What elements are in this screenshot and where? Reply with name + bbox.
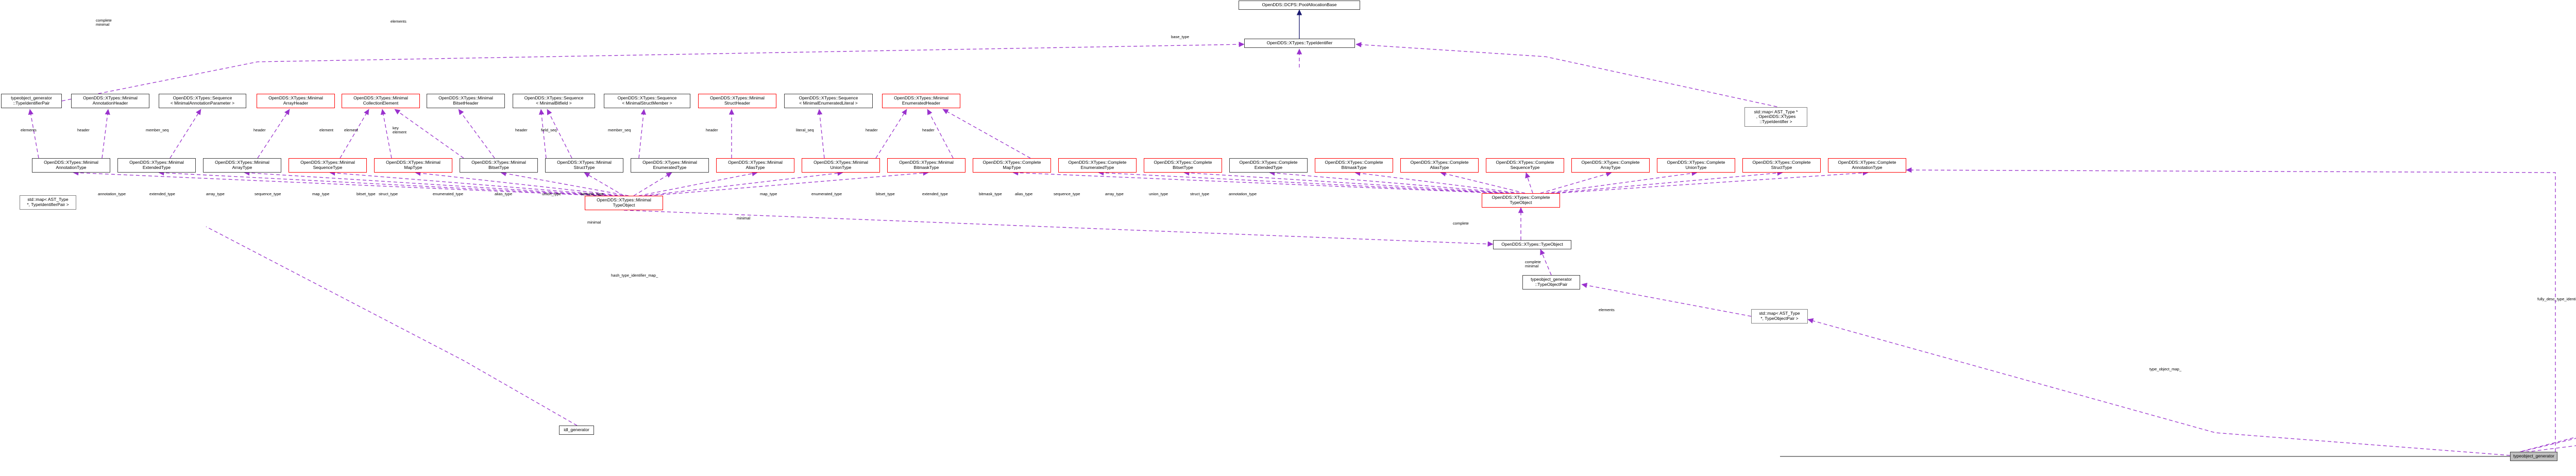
edge-label: union_type: [1149, 192, 1168, 196]
edge-label: alias_type: [1015, 192, 1033, 196]
class-node-n8[interactable]: OpenDDS::XTypes::Sequence < MinimalBitfi…: [513, 94, 595, 108]
class-node-n18[interactable]: OpenDDS::XTypes::Minimal BitsetType: [460, 158, 538, 173]
class-node-n16[interactable]: OpenDDS::XTypes::Minimal SequenceType: [289, 158, 367, 173]
edge-label: sequence_type: [255, 192, 281, 196]
class-node-n0[interactable]: OpenDDS::DCPS::PoolAllocationBase: [1239, 1, 1360, 10]
class-node-n15[interactable]: OpenDDS::XTypes::Minimal ArrayType: [203, 158, 281, 173]
edge-label: complete: [1453, 221, 1469, 226]
class-node-n29[interactable]: OpenDDS::XTypes::Complete AliasType: [1400, 158, 1479, 173]
edge-label: header: [922, 128, 935, 132]
edge-label: annotation_type: [1229, 192, 1257, 196]
edge-label: member_seq: [608, 128, 631, 132]
class-node-n9[interactable]: OpenDDS::XTypes::Sequence < MinimalStruc…: [604, 94, 690, 108]
class-node-n41[interactable]: std::map< AST_Type *, TypeObjectPair >: [1751, 309, 1808, 324]
edge-label: elements: [391, 19, 406, 24]
class-node-n25[interactable]: OpenDDS::XTypes::Complete EnumeratedType: [1058, 158, 1137, 173]
class-node-n3[interactable]: OpenDDS::XTypes::Minimal AnnotationHeade…: [71, 94, 149, 108]
edge-label: bitmask_type: [979, 192, 1002, 196]
edge-label: array_type: [206, 192, 225, 196]
edge-label: field_seq: [541, 128, 557, 132]
class-node-n37[interactable]: std::map< AST_Type * , OpenDDS::XTypes :…: [1744, 107, 1807, 127]
edge-label: element: [344, 128, 359, 132]
edge-label: map_type: [312, 192, 330, 196]
edge-label: bitset_type: [357, 192, 376, 196]
class-node-n10[interactable]: OpenDDS::XTypes::Minimal StructHeader: [698, 94, 776, 108]
class-node-n4[interactable]: OpenDDS::XTypes::Sequence < MinimalAnnot…: [159, 94, 246, 108]
edge-label: header: [866, 128, 878, 132]
edge-label: member_seq: [146, 128, 169, 132]
class-node-n19[interactable]: OpenDDS::XTypes::Minimal StructType: [545, 158, 623, 173]
edge-label: base_type: [1171, 35, 1190, 39]
class-node-n32[interactable]: OpenDDS::XTypes::Complete UnionType: [1657, 158, 1735, 173]
class-node-n34[interactable]: OpenDDS::XTypes::Complete AnnotationType: [1828, 158, 1906, 173]
edge-label: union_type: [542, 192, 562, 196]
class-node-n30[interactable]: OpenDDS::XTypes::Complete SequenceType: [1486, 158, 1564, 173]
class-node-n20[interactable]: OpenDDS::XTypes::Minimal EnumeratedType: [631, 158, 709, 173]
class-node-n7[interactable]: OpenDDS::XTypes::Minimal BitsetHeader: [427, 94, 505, 108]
edge-label: map_type: [760, 192, 777, 196]
class-node-n5[interactable]: OpenDDS::XTypes::Minimal ArrayHeader: [257, 94, 335, 108]
edge-label: extended_type: [922, 192, 948, 196]
edge-label: array_type: [1105, 192, 1124, 196]
edge-label: struct_type: [1190, 192, 1210, 196]
class-node-n48[interactable]: idl_generator: [559, 426, 594, 435]
edge-label: element: [319, 128, 334, 132]
edge-label: type_object_map_: [2149, 367, 2182, 371]
class-node-n26[interactable]: OpenDDS::XTypes::Complete BitsetType: [1144, 158, 1222, 173]
class-node-n31[interactable]: OpenDDS::XTypes::Complete ArrayType: [1571, 158, 1650, 173]
class-node-n35[interactable]: std::map< AST_Type *, TypeIdentifierPair…: [20, 195, 76, 210]
class-node-n22[interactable]: OpenDDS::XTypes::Minimal UnionType: [802, 158, 880, 173]
class-node-n1[interactable]: OpenDDS::XTypes::TypeIdentifier: [1244, 39, 1355, 48]
class-node-n33[interactable]: OpenDDS::XTypes::Complete StructType: [1742, 158, 1821, 173]
class-node-n13[interactable]: OpenDDS::XTypes::Minimal AnnotationType: [32, 158, 110, 173]
class-node-n40[interactable]: typeobject_generator ::TypeObjectPair: [1522, 275, 1580, 290]
class-node-n28[interactable]: OpenDDS::XTypes::Complete BitmaskType: [1315, 158, 1393, 173]
edge-label: complete minimal: [96, 18, 112, 27]
edge-label: annotation_type: [98, 192, 126, 196]
edge-label: bitmask_type: [581, 192, 604, 196]
edge-label: minimal: [587, 220, 601, 225]
class-node-n23[interactable]: OpenDDS::XTypes::Minimal BitmaskType: [887, 158, 965, 173]
edge-label: header: [253, 128, 266, 132]
edge-label: elements: [1599, 308, 1615, 312]
edge-label: alias_type: [495, 192, 513, 196]
edge-label: header: [706, 128, 718, 132]
edge-label: sequence_type: [1054, 192, 1080, 196]
edge-label: struct_type: [379, 192, 398, 196]
edge-label: header: [515, 128, 528, 132]
class-node-n2[interactable]: typeobject_generator ::TypeIdentifierPai…: [1, 94, 62, 108]
class-node-n39[interactable]: OpenDDS::XTypes::TypeObject: [1493, 240, 1571, 249]
class-node-n38[interactable]: OpenDDS::XTypes::Complete TypeObject: [1482, 193, 1560, 208]
edge-label: hash_type_identifier_map_: [611, 273, 658, 278]
edge-label: enumerated_type: [811, 192, 842, 196]
class-node-n49[interactable]: typeobject_generator: [2510, 452, 2557, 461]
class-node-n21[interactable]: OpenDDS::XTypes::Minimal AliasType: [716, 158, 794, 173]
edge-label: enumerated_type: [433, 192, 464, 196]
class-node-n6[interactable]: OpenDDS::XTypes::Minimal CollectionEleme…: [342, 94, 420, 108]
edge-label: complete minimal: [1525, 260, 1541, 269]
edge-label: key element: [393, 126, 407, 135]
edge-label: elements: [21, 128, 37, 132]
class-node-n12[interactable]: OpenDDS::XTypes::Minimal EnumeratedHeade…: [882, 94, 960, 108]
class-node-n36[interactable]: OpenDDS::XTypes::Minimal TypeObject: [585, 196, 663, 210]
class-node-n11[interactable]: OpenDDS::XTypes::Sequence < MinimalEnume…: [784, 94, 873, 108]
edge-label: extended_type: [149, 192, 175, 196]
edge-label: bitset_type: [876, 192, 895, 196]
class-node-n14[interactable]: OpenDDS::XTypes::Minimal ExtendedType: [117, 158, 196, 173]
edge-label: fully_desc_type_identifier_map_: [2537, 297, 2576, 301]
edge-label: minimal: [737, 216, 751, 220]
class-node-n27[interactable]: OpenDDS::XTypes::Complete ExtendedType: [1229, 158, 1308, 173]
class-node-n17[interactable]: OpenDDS::XTypes::Minimal MapType: [374, 158, 452, 173]
class-node-n24[interactable]: OpenDDS::XTypes::Complete MapType: [973, 158, 1051, 173]
edge-label: header: [77, 128, 90, 132]
edge-label: literal_seq: [796, 128, 814, 132]
